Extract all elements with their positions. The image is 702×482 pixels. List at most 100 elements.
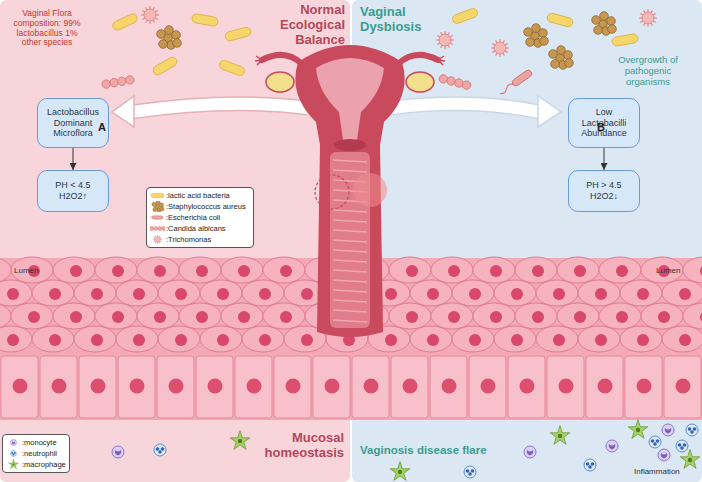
legend-entry: :monocyte (6, 437, 66, 448)
legend-swatch (150, 190, 165, 201)
cell-nucleus (217, 288, 229, 300)
basal-cell (40, 356, 77, 418)
epithelial-cell (620, 280, 662, 306)
cell-nucleus (398, 470, 402, 474)
cell-nucleus (637, 288, 649, 300)
basal-cell (196, 356, 233, 418)
cell-nucleus (91, 334, 103, 346)
basal-cell (508, 356, 545, 418)
yeast-cell (157, 226, 161, 230)
cell-nucleus (679, 334, 691, 346)
epithelial-cell (158, 280, 200, 306)
trich-symbol (153, 235, 162, 244)
coccus (551, 60, 560, 69)
epithelial-cell (95, 257, 137, 283)
cell-nucleus (238, 311, 250, 323)
annotation-text: Lumen (14, 266, 38, 275)
yeast-cell (161, 226, 165, 230)
cell-nucleus (637, 334, 649, 346)
mono-symbol (112, 446, 124, 458)
flagellum (150, 217, 152, 219)
legend-text: :Trichomonas (166, 235, 211, 244)
cell-nucleus (12, 442, 15, 445)
epithelial-cell (494, 280, 536, 306)
legend-entry: :lactic acid bacteria (150, 190, 250, 201)
ecoli-symbol (150, 216, 163, 220)
epithelial-cell (683, 303, 702, 329)
annotation-text: Inflammation (634, 467, 680, 476)
cell-nucleus (574, 265, 586, 277)
cell-nucleus (112, 311, 124, 323)
cell-nucleus (700, 265, 702, 277)
cell-nucleus (49, 288, 61, 300)
cell-nucleus (7, 288, 19, 300)
basal-cell (547, 356, 584, 418)
cell-nucleus (238, 265, 250, 277)
cell-body (11, 451, 17, 457)
protozoan-body (439, 34, 451, 46)
legend-swatch (150, 201, 165, 212)
cell-nucleus (301, 334, 313, 346)
cell-body (662, 424, 674, 436)
yeast-cell (150, 226, 154, 230)
ruga-line (333, 260, 367, 262)
ovary (266, 72, 294, 92)
epithelial-cell (641, 303, 683, 329)
mono-symbol (606, 440, 618, 452)
cell-nucleus (661, 453, 667, 459)
coccus (524, 28, 533, 37)
cell-nucleus (156, 447, 160, 451)
cell-body (154, 444, 166, 456)
cell-nucleus (406, 265, 418, 277)
neut-symbol (686, 424, 698, 436)
epithelial-cell (200, 280, 242, 306)
cell-nucleus (208, 379, 223, 394)
epithelial-cell (452, 326, 494, 352)
ruga-line (333, 310, 367, 312)
epithelial-cell (0, 280, 32, 306)
cell-nucleus (469, 334, 481, 346)
epithelial-cell (0, 257, 11, 283)
macro-symbol (9, 459, 19, 468)
cell-nucleus (553, 334, 565, 346)
ovary (406, 72, 434, 92)
legend-text: :lactic acid bacteria (166, 191, 230, 200)
rod-symbol (151, 193, 164, 198)
cell-body (9, 459, 19, 468)
epithelial-cell (53, 303, 95, 329)
cell-nucleus (574, 311, 586, 323)
epithelial-cell (683, 257, 702, 283)
coccus (159, 40, 168, 49)
epithelial-cell (137, 303, 179, 329)
epithelial-cell (11, 257, 53, 283)
epithelial-cell (158, 326, 200, 352)
cell-nucleus (588, 465, 592, 469)
big-arrow (392, 104, 540, 112)
cell-nucleus (595, 288, 607, 300)
cell-body (464, 466, 476, 478)
big-arrow-outline (392, 104, 540, 112)
coccus (557, 46, 566, 55)
cell-nucleus (12, 463, 14, 465)
cell-nucleus (511, 334, 523, 346)
epithelial-cell (116, 326, 158, 352)
cell-nucleus (471, 469, 475, 473)
cell-nucleus (175, 334, 187, 346)
cell-nucleus (385, 334, 397, 346)
process-box: PH > 4.5 H2O2↓ (568, 170, 640, 212)
legend-entry: :Staphylococcus aureus (150, 201, 250, 212)
ruga-line (333, 170, 367, 172)
epithelial-cell (578, 326, 620, 352)
coccus (153, 207, 157, 211)
epithelial-cell (641, 257, 683, 283)
cell-nucleus (427, 334, 439, 346)
epithelial-cell (116, 280, 158, 306)
panel-heading: Vaginosis disease flare (360, 444, 530, 457)
cell-nucleus (133, 334, 145, 346)
cell-nucleus (468, 472, 472, 476)
cell-nucleus (238, 439, 242, 443)
epithelial-cell (410, 280, 452, 306)
basal-cell (391, 356, 428, 418)
epithelial-cell (32, 326, 74, 352)
